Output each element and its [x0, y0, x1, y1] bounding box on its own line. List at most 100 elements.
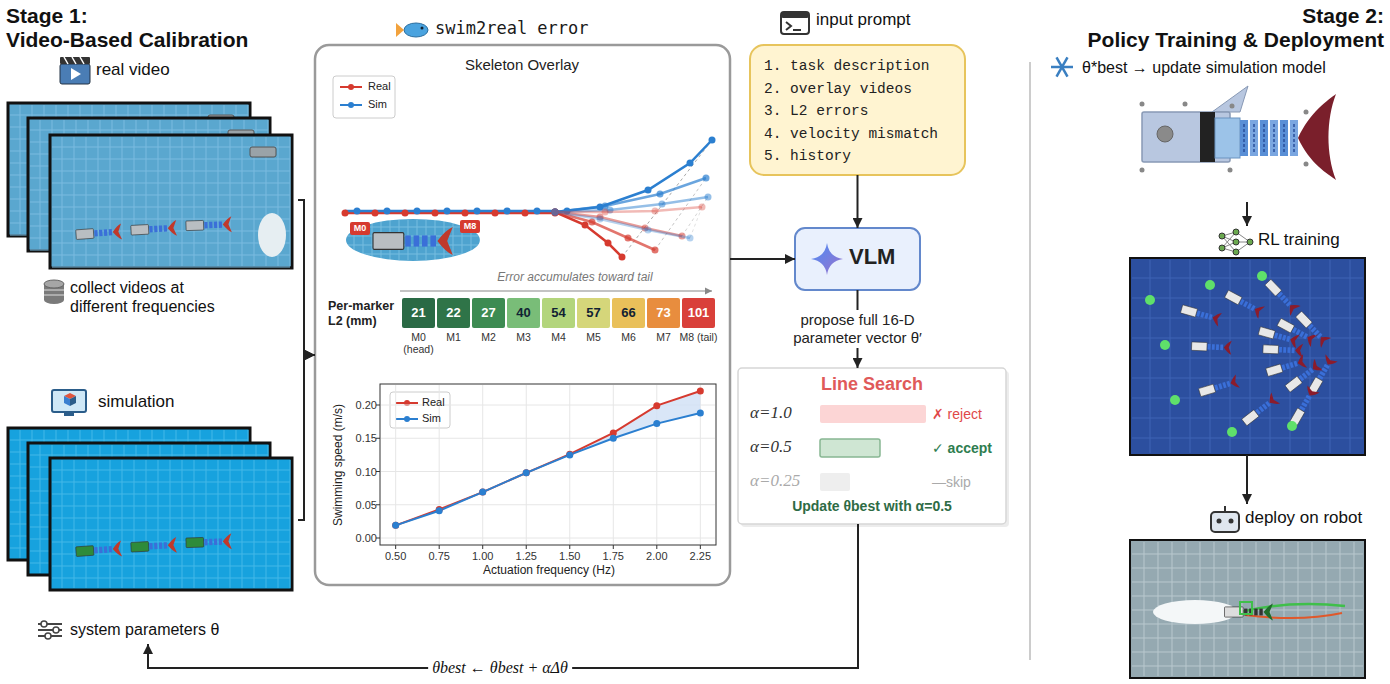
shape [1225, 290, 1243, 305]
dot [53, 627, 59, 633]
shape [690, 207, 702, 238]
shape [781, 12, 809, 34]
line [1132, 398, 1363, 399]
line [656, 545, 657, 549]
dot [566, 451, 573, 458]
robot-fish [1276, 316, 1318, 347]
dot [619, 254, 626, 261]
line [206, 460, 207, 588]
shape [99, 230, 103, 237]
shape [64, 412, 74, 416]
shape [1282, 335, 1286, 341]
line [20, 430, 21, 558]
dot [432, 210, 439, 217]
shape [164, 225, 168, 232]
dot [444, 208, 451, 215]
node-text: ✓ accept [932, 440, 992, 457]
line [158, 460, 159, 588]
shape [555, 140, 712, 212]
line [146, 460, 147, 588]
node-text: 4. velocity mismatch [764, 126, 938, 143]
line [52, 195, 290, 196]
dot [421, 27, 424, 30]
shape [781, 12, 809, 18]
shape [390, 392, 450, 428]
video-stack: real videocollect videos at different fr… [6, 52, 298, 324]
axis-tick: 0.50 [385, 549, 406, 563]
node-text: collect videos at different frequencies [70, 278, 242, 316]
shape [109, 546, 113, 553]
line [242, 460, 243, 588]
dot [404, 416, 410, 422]
dot [625, 235, 632, 242]
robot-fish [131, 220, 177, 238]
dot [597, 216, 604, 223]
line [52, 494, 290, 495]
robot-fish [186, 216, 232, 234]
shape [219, 221, 222, 228]
axis-tick: 1.50 [559, 549, 580, 563]
row-header: Per-marker L2 (mm) [328, 299, 400, 329]
shape [109, 229, 113, 236]
shape [1211, 512, 1239, 532]
table-cell: 66 [621, 305, 635, 321]
dot [552, 209, 559, 216]
line [230, 460, 231, 588]
inset-image [347, 220, 480, 260]
stage-title: Video-Based Calibration [6, 28, 248, 52]
node-heading: RL training [1258, 230, 1340, 250]
robot-fish [131, 537, 177, 555]
shape [811, 243, 843, 275]
dot [703, 175, 710, 182]
shape [542, 298, 575, 328]
shape [1216, 344, 1219, 350]
shape [1292, 327, 1297, 333]
column-name: M5 [575, 331, 613, 343]
shape [1270, 120, 1278, 156]
shape [1250, 120, 1258, 156]
shape [99, 547, 103, 554]
shape [315, 45, 730, 585]
shape [555, 197, 708, 212]
connector-arrow [298, 200, 315, 355]
shape [1274, 332, 1278, 338]
node-heading: VLM [849, 244, 895, 270]
line [1354, 542, 1355, 676]
line [52, 207, 290, 208]
column-name: M8 (tail) [680, 331, 718, 343]
line [146, 137, 147, 266]
shape [373, 233, 404, 250]
shape [1296, 329, 1301, 335]
shape [820, 473, 850, 491]
node-text: α=1.0 [750, 403, 792, 423]
robot-fish [186, 533, 232, 551]
line [1132, 298, 1363, 299]
line [1224, 506, 1226, 512]
robot-fish [1294, 309, 1332, 347]
sim-model: θ*best → update simulation model [1040, 54, 1385, 202]
prompt-box: input prompt1. task description2. overla… [750, 8, 965, 175]
robot-fish [1191, 339, 1231, 355]
shape [738, 368, 1006, 524]
robot-fish [1287, 385, 1319, 427]
shape [76, 229, 94, 240]
line [1132, 638, 1363, 639]
shape [396, 413, 701, 525]
shape [404, 23, 428, 37]
shape [1298, 94, 1336, 180]
shape [159, 225, 163, 232]
axis-tick: 1.75 [603, 549, 624, 563]
shape [1279, 347, 1282, 353]
shape [380, 384, 716, 545]
shape [1301, 402, 1307, 407]
legend-text: Real [422, 396, 445, 409]
dot [1229, 519, 1234, 524]
shape [1215, 118, 1240, 158]
shape [1286, 363, 1290, 369]
dot [1183, 102, 1188, 107]
rl-training: RL training [1130, 226, 1365, 455]
shape [1212, 344, 1215, 350]
line [52, 566, 290, 567]
shape [1218, 383, 1222, 389]
table-cell: 22 [446, 305, 460, 321]
